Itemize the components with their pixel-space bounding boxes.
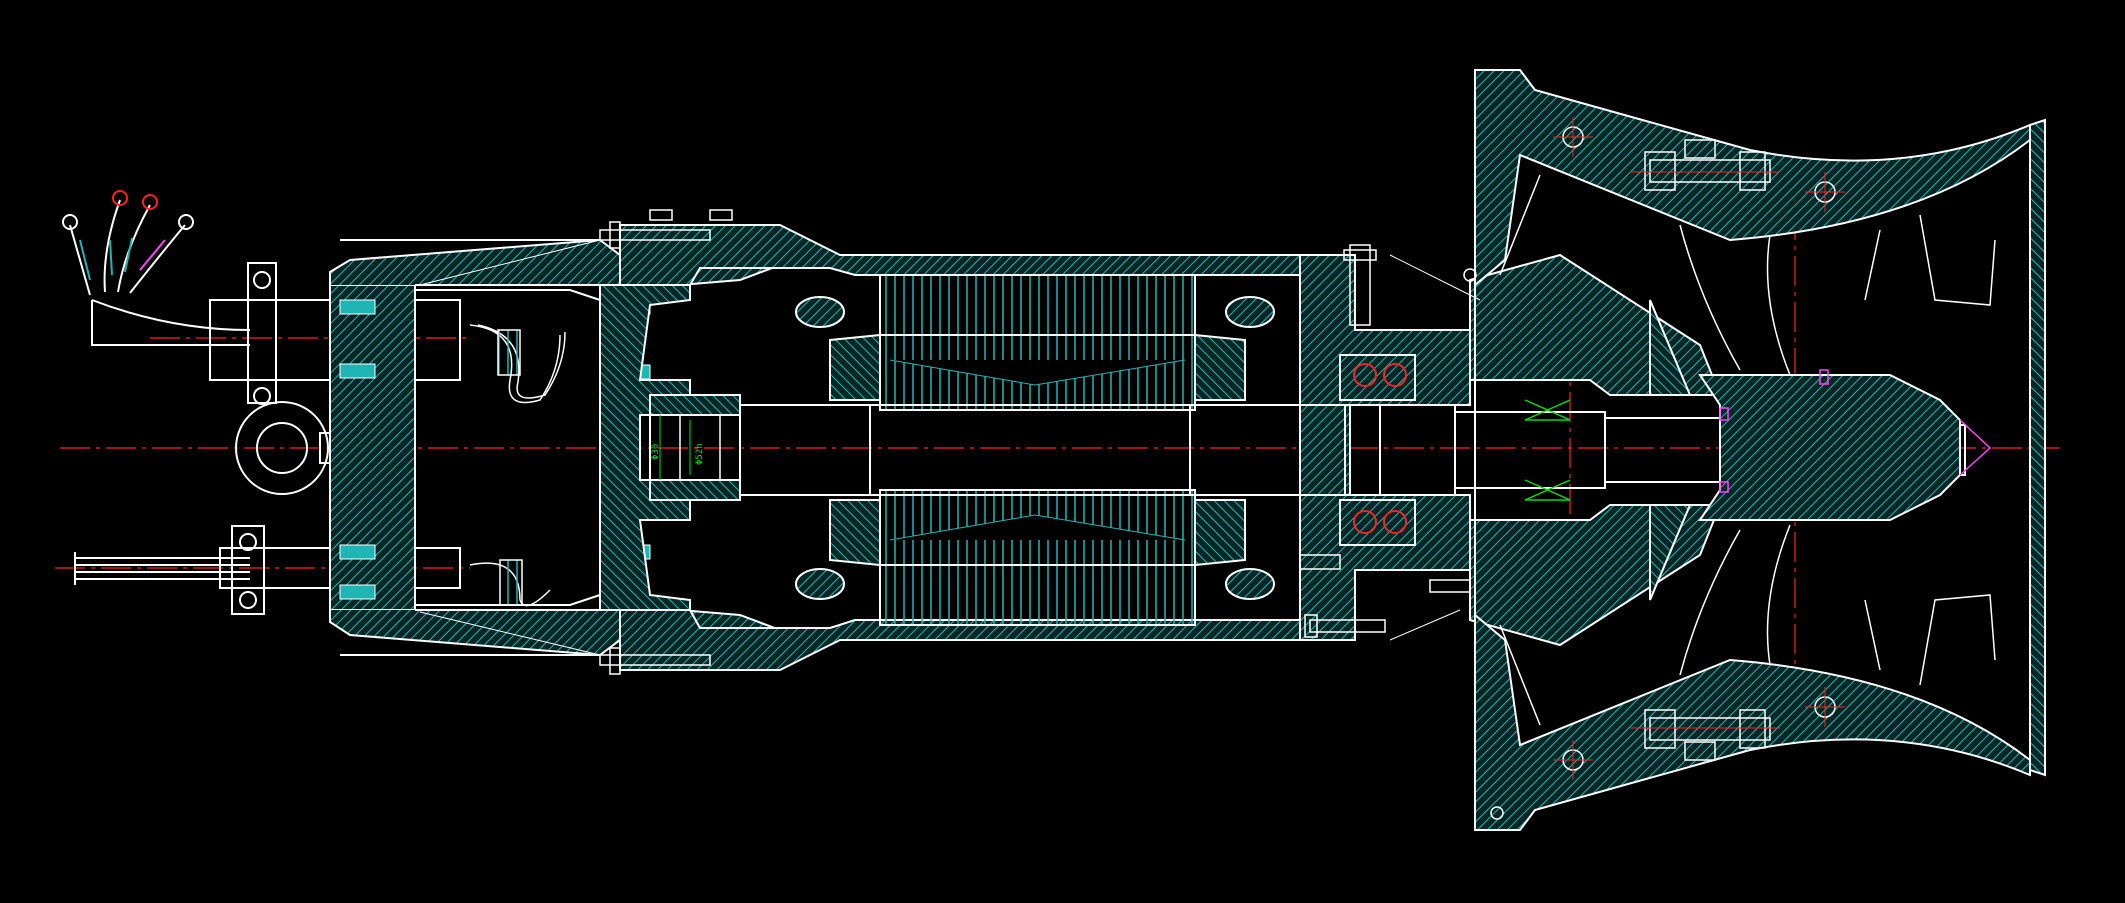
guide-vanes	[1499, 174, 1996, 726]
right-bearings	[1339, 354, 1416, 546]
rotor-taper-marks	[889, 359, 1186, 541]
flange-bolts	[1644, 139, 1771, 761]
end-windings	[795, 296, 1275, 600]
hub-nose-accent	[1959, 419, 1992, 476]
left-bearing: Φ30 Φ52h	[649, 394, 741, 501]
mechanical-seal	[1524, 399, 1571, 501]
nozzle-strut-lines	[419, 239, 1481, 656]
discharge-bell-upper	[1474, 69, 2046, 830]
seal-chamber	[1469, 253, 1722, 647]
stator-core-upper	[879, 274, 1196, 411]
cable-wires-upper	[62, 190, 251, 346]
impeller-hub	[1698, 374, 1961, 521]
flange-hole-crosshairs	[1553, 117, 1845, 780]
internal-wiring	[469, 324, 566, 607]
rotor-end-rings	[829, 333, 1246, 567]
stator-core-lower	[879, 489, 1196, 626]
discharge-bell-lower	[1474, 612, 2031, 831]
motor-housing	[599, 224, 1471, 671]
dimension-label-0: Φ30	[651, 444, 661, 460]
dimension-label-1: Φ52h	[695, 443, 705, 465]
impeller-key-markers	[1719, 369, 1829, 493]
cable-colored-stripes	[79, 237, 166, 281]
